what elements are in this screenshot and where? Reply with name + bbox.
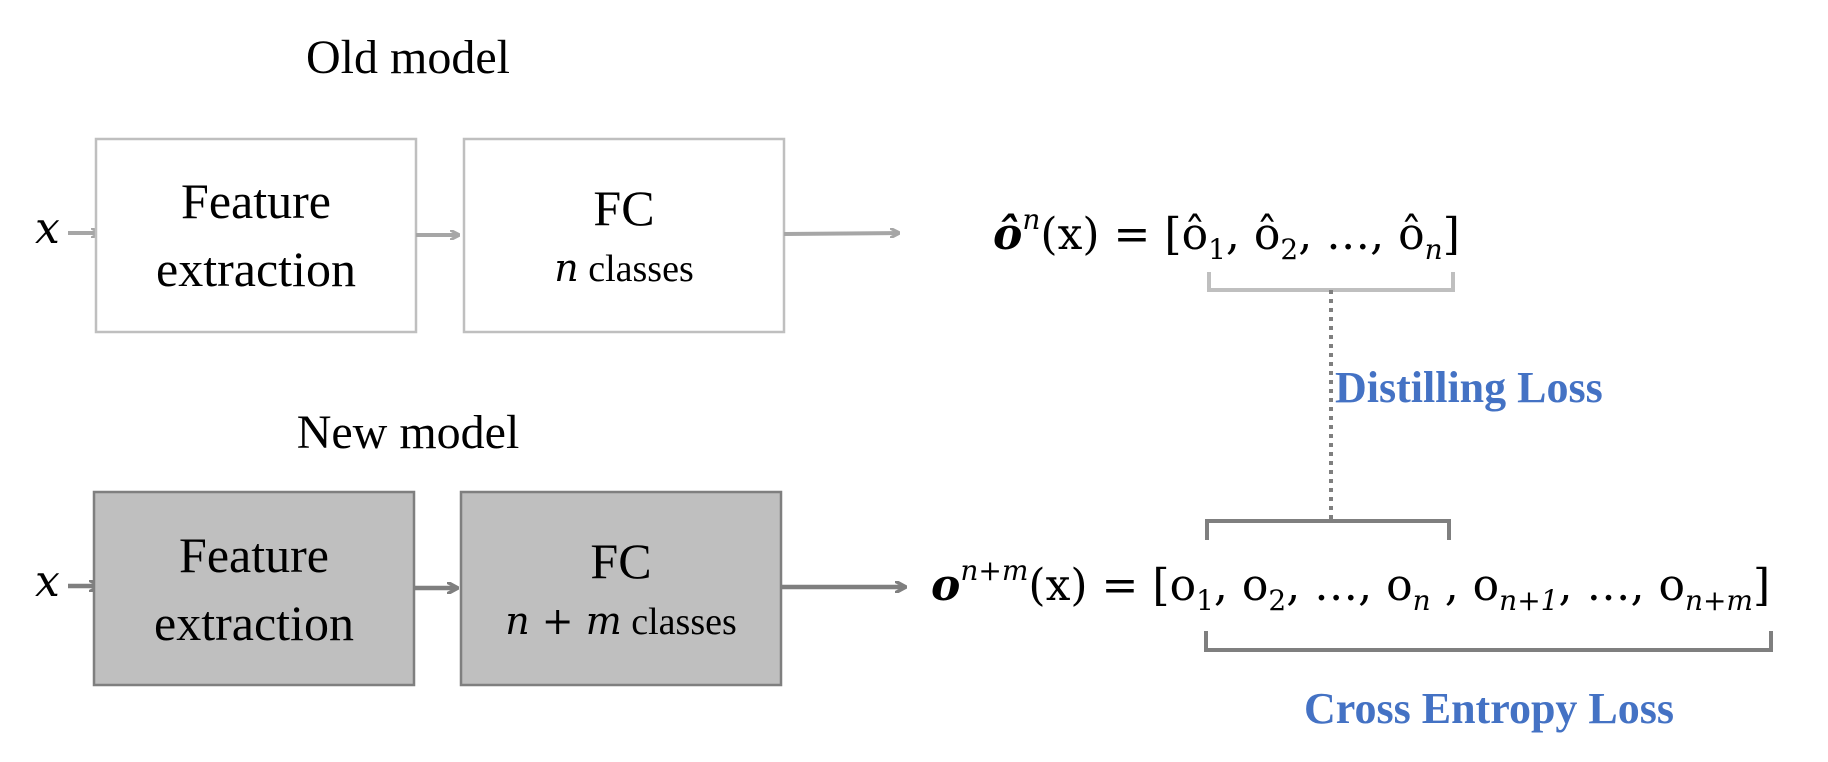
new-output-sub-n1: n+1 (1499, 584, 1558, 617)
new-output-item-nm: o (1658, 560, 1685, 611)
new-feature-extraction-box (92, 490, 416, 687)
old-output-item-n: ô (1398, 209, 1425, 260)
new-output-sup: n+m (960, 554, 1028, 587)
old-output-item-2: ô (1254, 209, 1281, 260)
old-fc-box (462, 137, 786, 334)
old-fc-classes: n classes (554, 246, 694, 290)
new-output-lhs: o (931, 560, 960, 611)
new-output-sub-1: 1 (1196, 584, 1214, 617)
old-output-sub-1: 1 (1208, 233, 1226, 266)
cross-entropy-bracket (1204, 631, 1773, 652)
old-feature-line2: extraction (156, 241, 356, 297)
old-feature-extraction-box (94, 137, 418, 334)
new-output-sep-1: , (1214, 560, 1242, 611)
new-output-arg: (x) = [ (1028, 560, 1169, 611)
old-output-sub-2: 2 (1280, 233, 1298, 266)
new-output-sep-2: , …, (1286, 560, 1386, 611)
new-output-item-1: o (1170, 560, 1197, 611)
new-output-equation: on+m(x) = [o1, o2, …, on , on+1, …, on+m… (931, 554, 1770, 617)
distilling-loss-label: Distilling Loss (1335, 363, 1603, 412)
new-output-sub-2: 2 (1268, 584, 1286, 617)
new-fc-title: FC (590, 533, 651, 589)
new-fc-classes: n + m classes (505, 599, 737, 643)
old-output-sup: n (1022, 203, 1040, 236)
distilling-bracket-bottom (1205, 519, 1451, 540)
old-output-arg: (x) = [ (1040, 209, 1181, 260)
old-fc-classes-word: classes (579, 248, 694, 290)
old-output-sep-2: , …, (1298, 209, 1398, 260)
new-output-item-2: o (1242, 560, 1269, 611)
new-feature-line1: Feature (179, 527, 329, 583)
new-output-item-n: o (1386, 560, 1413, 611)
new-fc-classes-word: classes (622, 601, 737, 643)
old-output-equation: ôn(x) = [ô1, ô2, …, ôn] (993, 203, 1460, 266)
old-output-close: ] (1443, 209, 1460, 260)
new-output-item-n1: o (1473, 560, 1500, 611)
old-output-lhs: ô (993, 209, 1022, 260)
old-output-item-1: ô (1182, 209, 1209, 260)
old-fc-title: FC (593, 180, 654, 236)
cross-entropy-loss-label: Cross Entropy Loss (1304, 684, 1674, 733)
new-input-label: x (35, 556, 60, 607)
new-fc-classes-var: n + m (505, 599, 622, 643)
old-model-title: Old model (306, 31, 510, 84)
old-output-arrow (783, 233, 898, 234)
old-output-sep-1: , (1226, 209, 1254, 260)
new-output-sep-n: , (1431, 560, 1473, 611)
distilling-bracket-top (1207, 272, 1455, 292)
new-feature-line2: extraction (154, 595, 354, 651)
old-fc-classes-var: n (554, 246, 578, 290)
new-output-sub-nm: n+m (1685, 584, 1753, 617)
new-output-close: ] (1753, 560, 1770, 611)
old-output-sub-n: n (1425, 233, 1443, 266)
old-input-label: x (35, 203, 60, 254)
new-output-sub-n: n (1413, 584, 1431, 617)
old-feature-line1: Feature (181, 173, 331, 229)
new-output-sep-n1: , …, (1558, 560, 1658, 611)
new-model-title: New model (297, 406, 520, 459)
